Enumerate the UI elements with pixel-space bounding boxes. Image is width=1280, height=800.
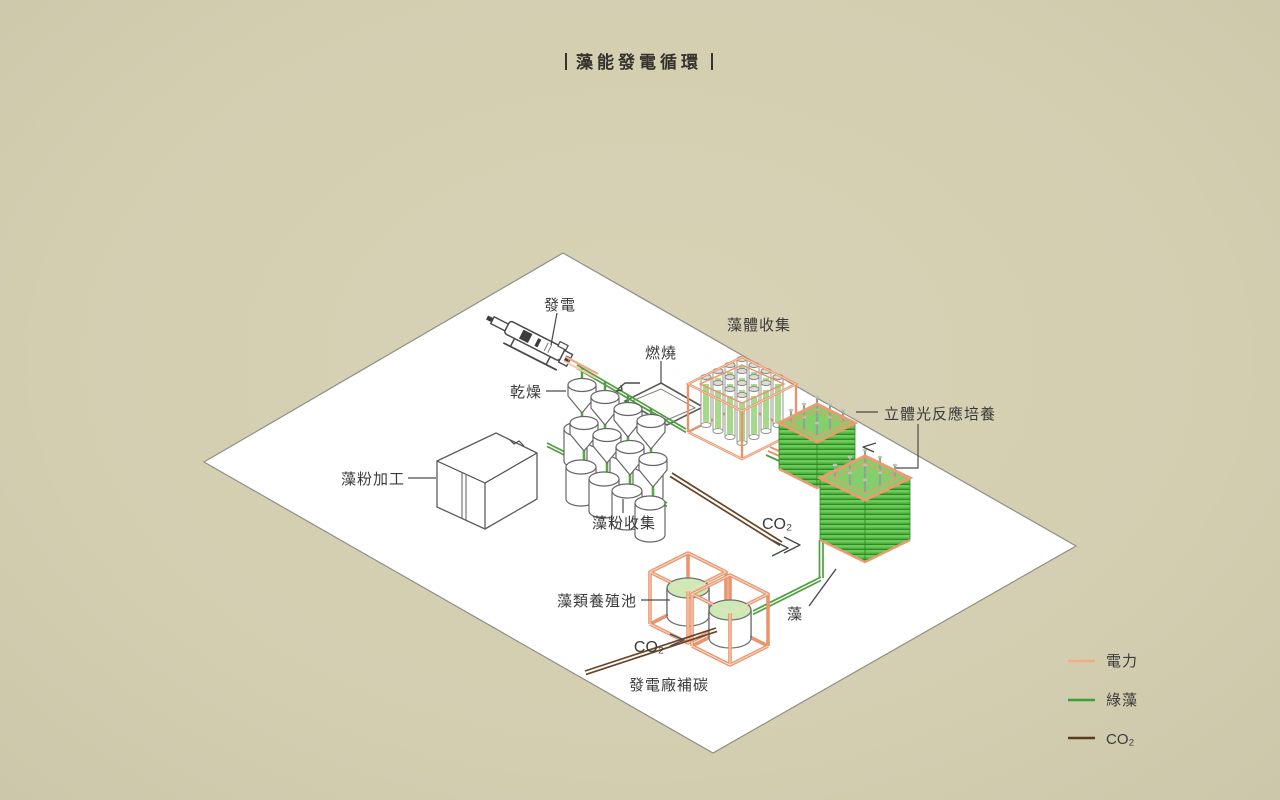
label-algae: 藻 — [787, 606, 803, 623]
electricity-line — [563, 356, 599, 379]
label-powder-collection: 藻粉收集 — [592, 515, 656, 532]
co2-lower-chevron — [669, 633, 685, 647]
algae-leader-arrow — [808, 568, 837, 607]
photobioreactor-lower — [816, 447, 914, 564]
label-algae-pond: 藻類養殖池 — [557, 593, 637, 610]
co2-flow-chevron-2 — [783, 536, 801, 554]
legend-item-green-algae: 綠藻 — [1068, 692, 1138, 709]
label-powder-processing: 藻粉加工 — [341, 471, 405, 488]
diagram-labels: 發電 乾燥 燃燒 藻體收集 立體光反應培養 藻粉加工 藻粉收集 藻類養殖池 CO… — [341, 297, 996, 694]
legend-label-electricity: 電力 — [1106, 653, 1138, 670]
flow-arrows — [615, 382, 877, 647]
algae-powder-processing-box — [436, 432, 538, 530]
arrow-head-combustion — [615, 384, 623, 392]
leader-lines — [408, 312, 919, 601]
legend-item-co2: CO₂ — [1068, 731, 1135, 748]
algae-pond-unit-front — [690, 573, 770, 667]
photobioreactor-upper — [775, 394, 859, 490]
co2-pipe-from-plant — [584, 627, 718, 676]
legend: 電力 綠藻 CO₂ — [1068, 653, 1138, 748]
label-drying: 乾燥 — [510, 384, 542, 401]
legend-label-green-algae: 綠藻 — [1106, 692, 1138, 709]
label-co2-upper: CO₂ — [762, 516, 792, 533]
label-combustion: 燃燒 — [645, 344, 677, 362]
arrow-near-reactor — [862, 442, 877, 453]
label-power-generation: 發電 — [544, 297, 576, 314]
legend-item-electricity: 電力 — [1068, 653, 1138, 670]
arrow-into-combustion — [617, 382, 640, 390]
page-title: 藻能發電循環 — [565, 52, 713, 72]
legend-label-co2: CO₂ — [1106, 731, 1135, 748]
page-title-text: 藻能發電循環 — [576, 52, 702, 72]
label-biomass-collection: 藻體收集 — [727, 317, 791, 334]
label-co2-lower: CO₂ — [634, 639, 664, 656]
green-algae-pipe-to-ponds — [752, 540, 824, 616]
co2-pipe-to-reactor — [669, 472, 783, 547]
label-power-plant-carbon: 發電廠補碳 — [629, 676, 709, 694]
label-photobioreactor: 立體光反應培養 — [884, 405, 996, 423]
co2-flow-chevron-1 — [771, 539, 789, 557]
algae-pond-unit-back — [648, 551, 728, 645]
